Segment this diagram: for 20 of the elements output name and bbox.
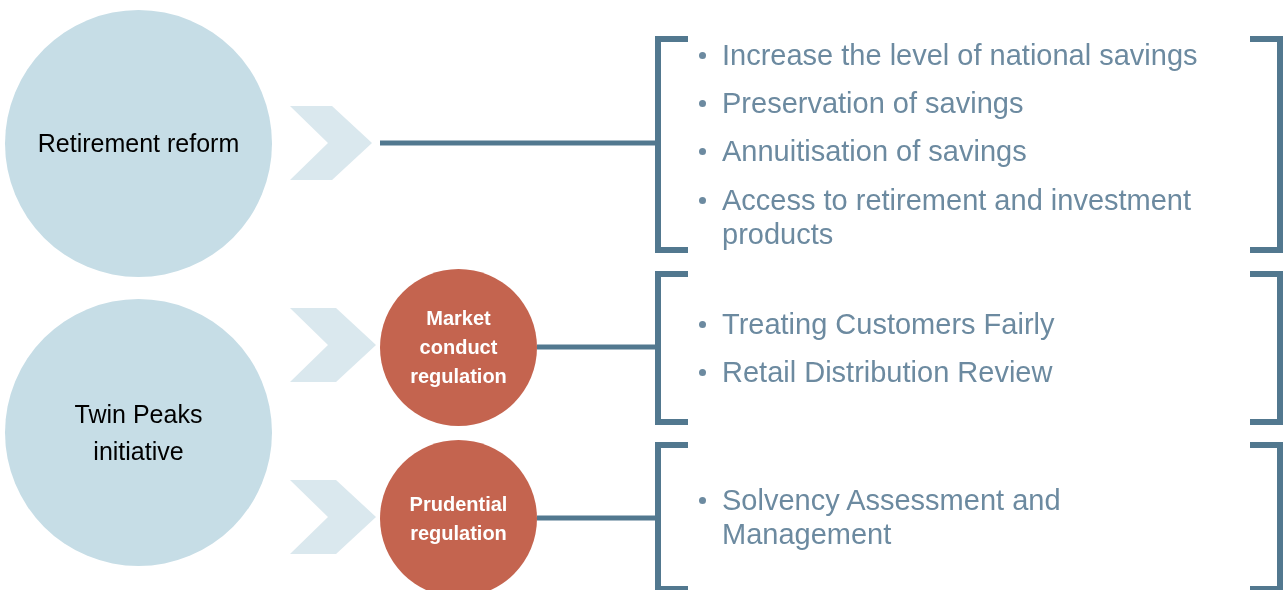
chevron-arrow xyxy=(290,106,372,180)
bullet-item: Increase the level of national savings xyxy=(722,37,1198,73)
connector-line xyxy=(380,140,655,146)
bracket-list xyxy=(655,271,1283,425)
bullet-item: Preservation of savings xyxy=(722,86,1024,121)
bullet-item: Annuitisation of savings xyxy=(722,134,1027,169)
bullet-item: Retail Distribution Review xyxy=(722,355,1053,390)
node-label: Twin Peaks initiative xyxy=(73,399,204,467)
node-label: Retirement reform xyxy=(37,128,240,160)
connector-line xyxy=(537,515,655,521)
bullet-item: Solvency Assessment and Management xyxy=(722,482,1062,552)
node-label: Prudential regulation xyxy=(408,491,509,546)
connector-line xyxy=(537,344,655,350)
chevron-arrow xyxy=(290,480,376,554)
chevron-arrow xyxy=(290,308,376,382)
bullet-item: Treating Customers Fairly xyxy=(722,306,1055,341)
bracket-list xyxy=(655,36,1283,253)
bracket-list xyxy=(655,442,1283,590)
node-label: Market conduct regulation xyxy=(409,306,508,389)
bullet-item: Access to retirement and investment products xyxy=(722,182,1193,252)
